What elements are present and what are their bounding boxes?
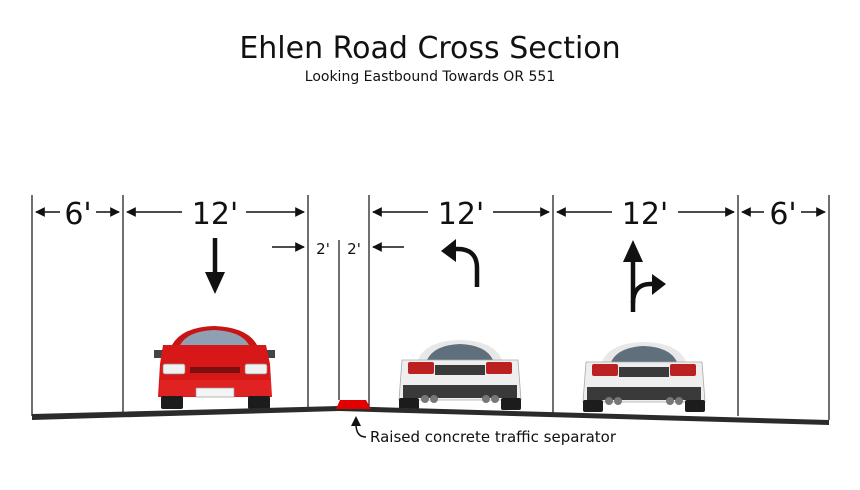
dimension-label: 2' bbox=[347, 240, 361, 258]
through-right-arrow-icon bbox=[623, 240, 666, 312]
lane-boundary-lines bbox=[31, 195, 830, 420]
dimension-label: 6' bbox=[64, 197, 91, 232]
road-surface bbox=[32, 406, 829, 425]
dimension-label: 12' bbox=[438, 197, 484, 232]
diagram-subtitle: Looking Eastbound Towards OR 551 bbox=[304, 69, 556, 85]
separator-callout-arrowhead bbox=[351, 416, 361, 426]
dimension-label: 12' bbox=[192, 197, 238, 232]
down-arrow-icon bbox=[205, 238, 225, 294]
separator-label: Raised concrete traffic separator bbox=[370, 428, 617, 446]
raised-concrete-separator bbox=[336, 400, 371, 409]
white-sports-car-rear-view bbox=[398, 340, 522, 410]
white-sports-car-rear-view bbox=[582, 342, 706, 412]
diagram-title: Ehlen Road Cross Section bbox=[239, 31, 621, 66]
dimension-label: 12' bbox=[622, 197, 668, 232]
red-hatchback-front-view bbox=[154, 326, 275, 409]
dimension-label: 2' bbox=[316, 240, 330, 258]
left-turn-arrow-icon bbox=[441, 239, 480, 287]
dimension-label: 6' bbox=[769, 197, 796, 232]
